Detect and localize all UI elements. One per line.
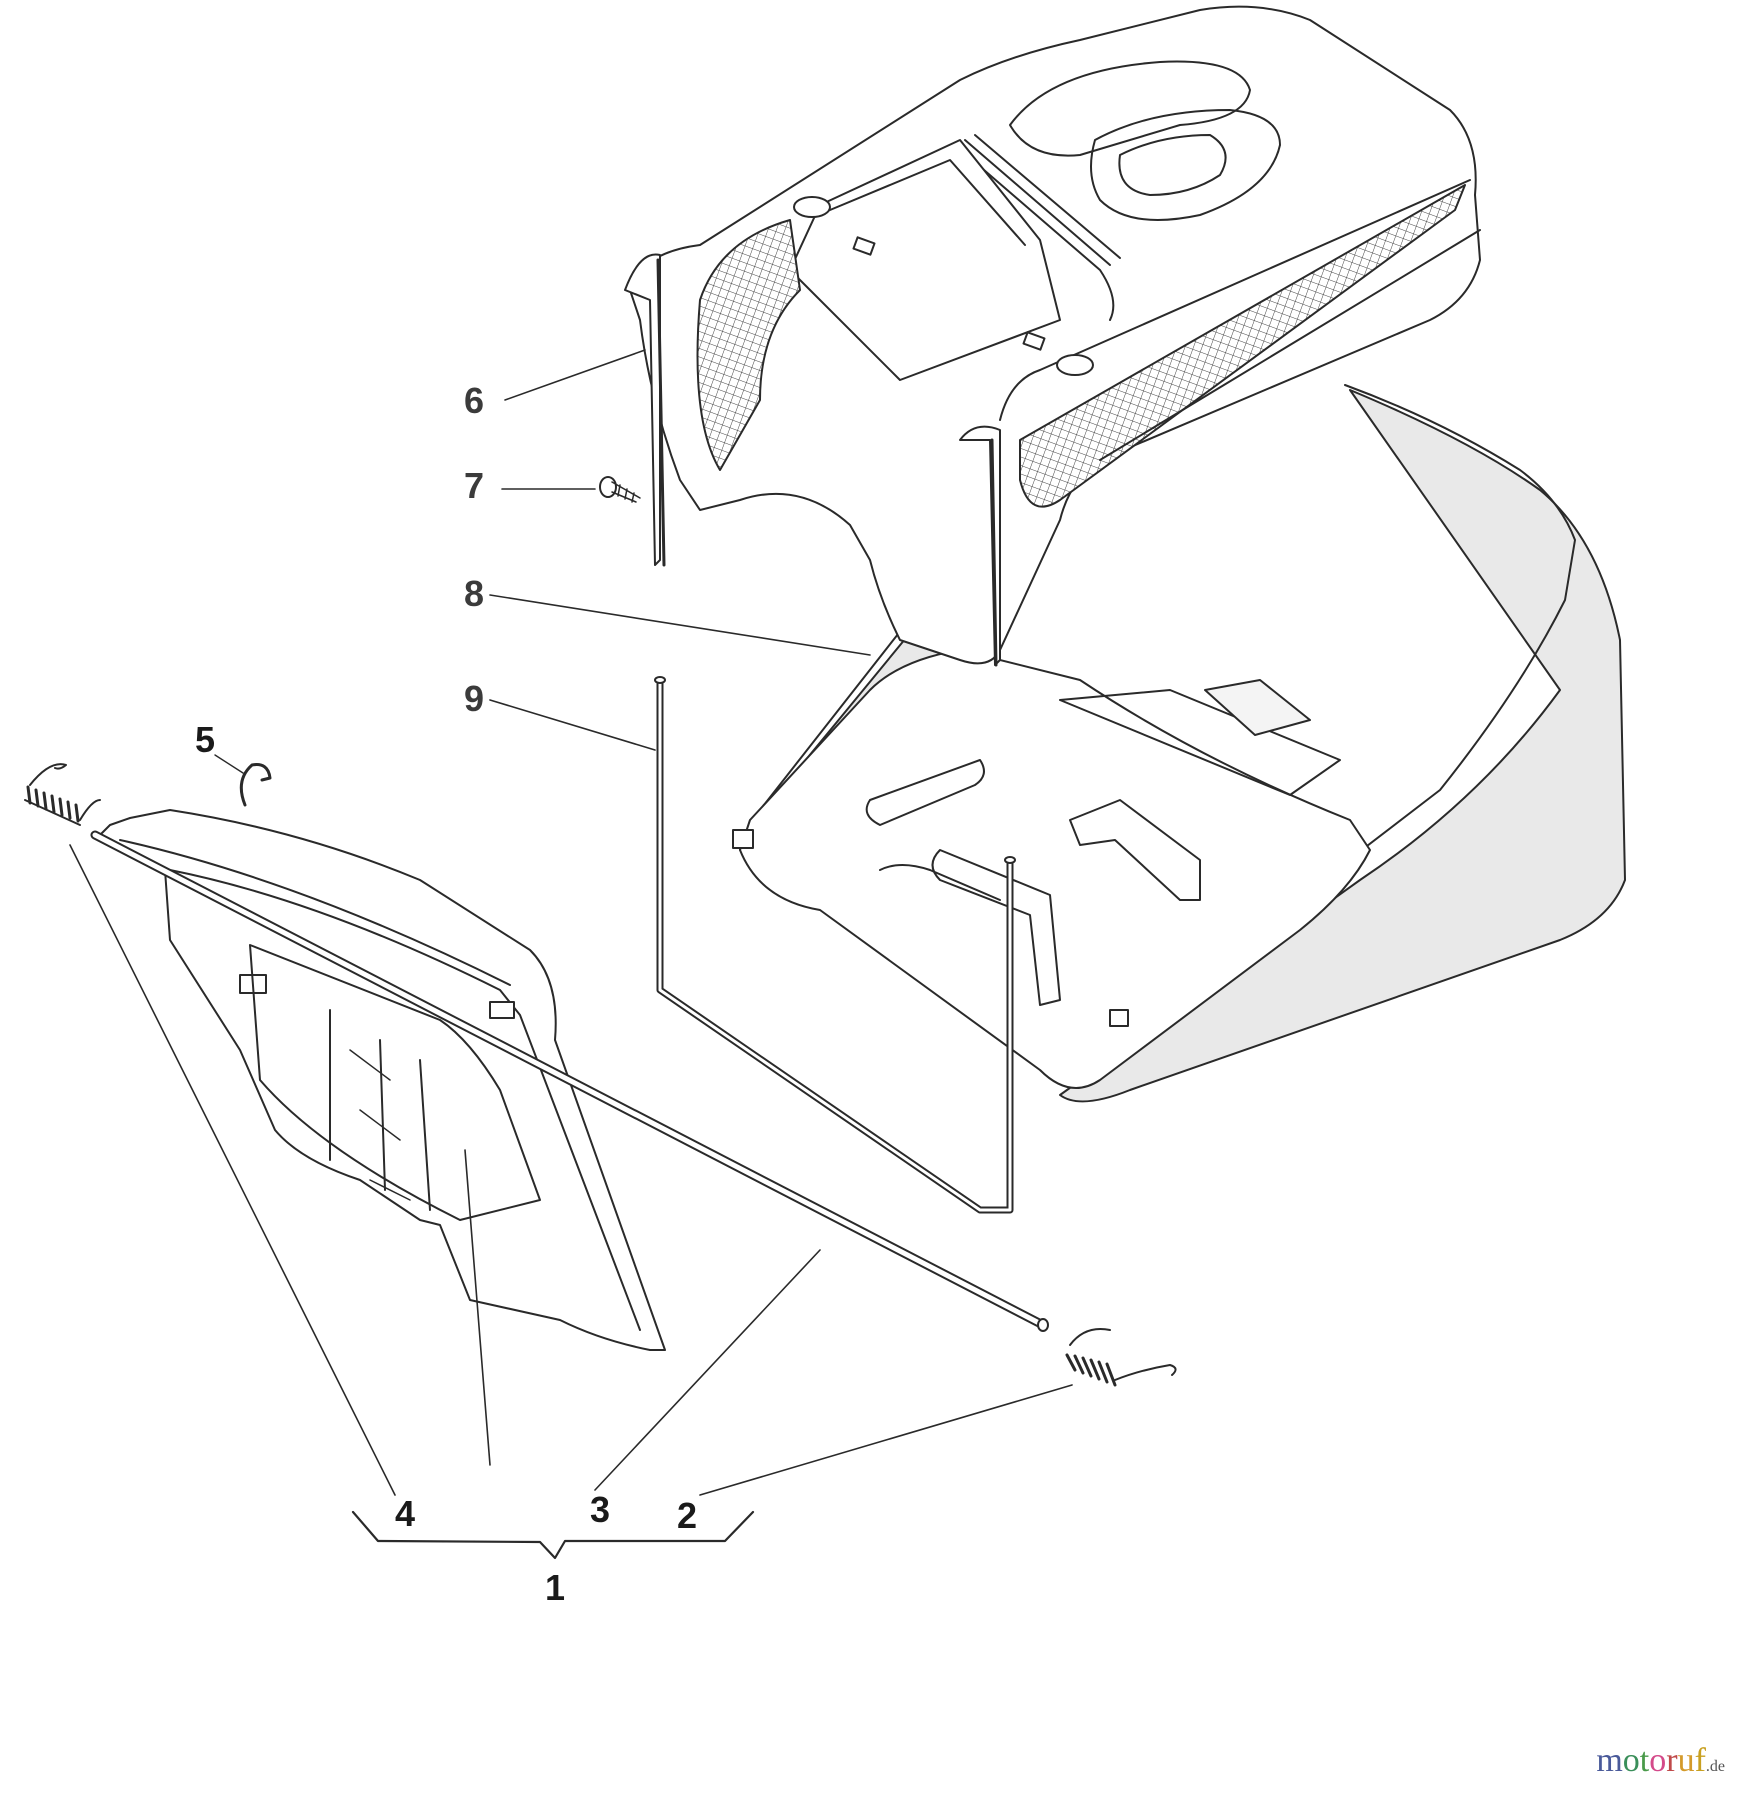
callout-3: 3	[590, 1489, 611, 1530]
watermark-letter: f	[1694, 1742, 1706, 1779]
callout-8: 8	[464, 573, 485, 614]
callout-6: 6	[464, 380, 485, 421]
leader-line-5	[214, 754, 244, 774]
bag-frame-part-9	[489, 676, 1016, 1214]
hinge-rod-part-3	[90, 830, 1049, 1491]
screw-part-7	[501, 476, 641, 503]
callout-9: 9	[464, 678, 485, 719]
callout-4: 4	[395, 1493, 416, 1534]
leader-line-1-flap	[464, 1149, 491, 1466]
top-cover-part-6	[504, 5, 1481, 667]
watermark-letter: r	[1666, 1742, 1678, 1779]
watermark-letter: m	[1596, 1742, 1623, 1779]
callout-1: 1	[545, 1567, 566, 1608]
leader-line-8	[489, 594, 871, 656]
leader-line-4	[69, 844, 396, 1496]
watermark-suffix: .de	[1705, 1758, 1725, 1775]
rear-flap	[99, 809, 666, 1466]
leader-line-2	[699, 1384, 1073, 1496]
group-bracket-part-1	[351, 1510, 755, 1560]
retaining-clip-part-5	[214, 754, 272, 807]
leader-line-3	[594, 1249, 821, 1491]
callout-5: 5	[195, 719, 216, 760]
callout-2: 2	[677, 1495, 698, 1536]
motoruf-watermark-logo: motoruf.de	[1596, 1742, 1725, 1780]
watermark-letter: u	[1677, 1742, 1695, 1779]
torsion-spring-left-part-4	[24, 763, 396, 1496]
watermark-letter: t	[1639, 1742, 1650, 1779]
watermark-letter: o	[1622, 1742, 1640, 1779]
torsion-spring-right-part-2	[699, 1328, 1177, 1496]
watermark-letter: o	[1649, 1742, 1667, 1779]
leader-line-9	[489, 699, 656, 751]
leader-line-6	[504, 349, 646, 401]
callout-7: 7	[464, 465, 485, 506]
